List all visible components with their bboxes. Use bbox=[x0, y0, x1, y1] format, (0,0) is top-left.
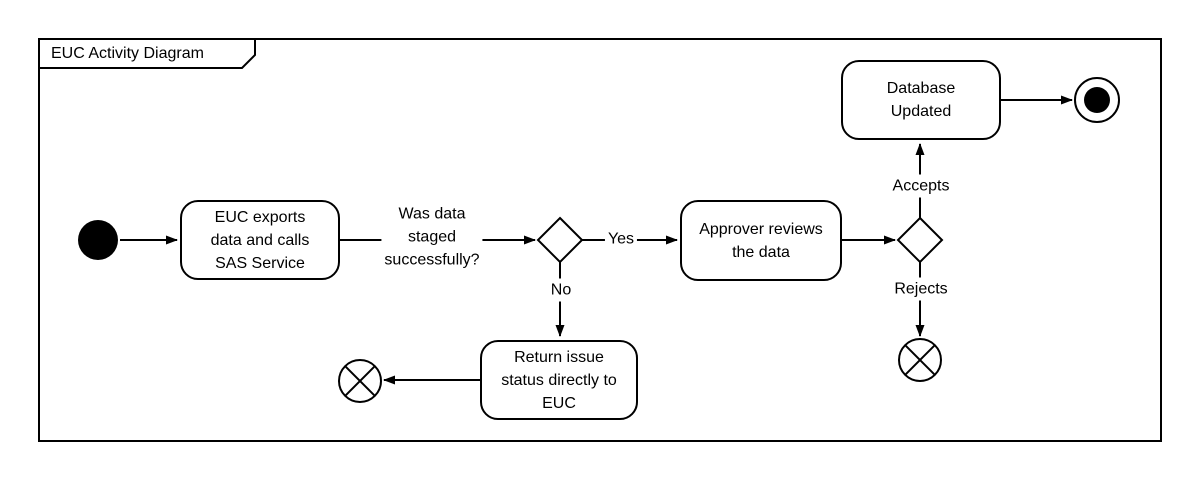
flow-final-node-return bbox=[338, 359, 382, 403]
end-node-core bbox=[1084, 87, 1110, 113]
edge-label-no: No bbox=[547, 278, 575, 302]
activity-label-line: EUC bbox=[542, 394, 576, 412]
flow-final-x-stroke bbox=[344, 365, 376, 397]
activity-euc-exports: EUC exports data and calls SAS Service bbox=[180, 200, 340, 280]
edge-label-line: staged bbox=[407, 228, 457, 246]
activity-label-line: Return issue bbox=[514, 348, 604, 366]
edge-label-accepts: Accepts bbox=[889, 174, 953, 198]
edge-label-line: successfully? bbox=[384, 251, 480, 269]
activity-database-updated: Database Updated bbox=[841, 60, 1001, 140]
gateway-approval-decision bbox=[896, 216, 944, 264]
edge-label-line: Was data bbox=[398, 205, 466, 223]
activity-label-line: data and calls bbox=[210, 231, 310, 249]
diagram-title: EUC Activity Diagram bbox=[51, 45, 204, 62]
start-node bbox=[78, 220, 118, 260]
activity-approver-reviews: Approver reviews the data bbox=[680, 200, 842, 281]
activity-label-line: Updated bbox=[890, 103, 952, 120]
activity-label-line: SAS Service bbox=[215, 254, 305, 272]
activity-label-line: the data bbox=[732, 243, 790, 261]
gateway-staged-decision bbox=[536, 216, 584, 264]
frame-title-tab bbox=[38, 38, 256, 69]
flow-final-node-reject bbox=[898, 338, 942, 382]
edge-label-staged-question: Was data staged successfully? bbox=[381, 202, 483, 272]
activity-label-line: Database bbox=[886, 80, 956, 97]
flow-final-x-stroke bbox=[904, 344, 936, 376]
activity-label-line: Approver reviews bbox=[699, 220, 823, 238]
edge-label-yes: Yes bbox=[604, 227, 638, 251]
edge-label-rejects: Rejects bbox=[891, 277, 951, 301]
end-node bbox=[1074, 77, 1120, 123]
activity-return-issue: Return issue status directly to EUC bbox=[480, 340, 638, 420]
activity-label-line: EUC exports bbox=[214, 208, 306, 226]
activity-label-line: status directly to bbox=[501, 371, 617, 389]
